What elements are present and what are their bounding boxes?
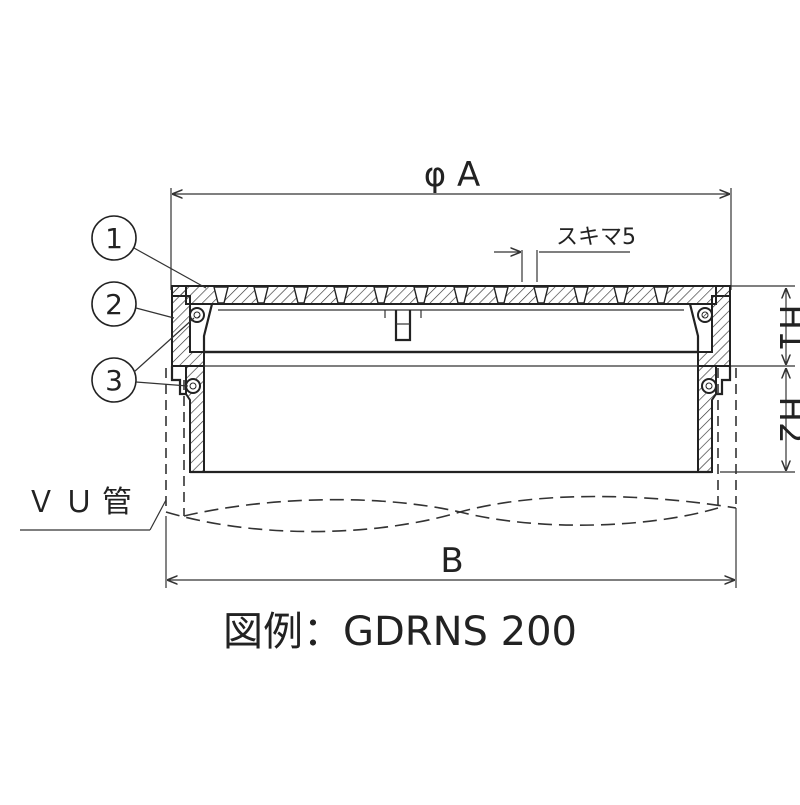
dimension-b: B — [165, 508, 737, 588]
label-b: B — [440, 541, 463, 581]
callout-3: 3 — [91, 317, 195, 403]
frame-body — [170, 285, 732, 474]
figure-caption: 図例：GDRNS 200 — [223, 609, 577, 655]
vu-pipe-label: ＶＵ管 — [20, 485, 167, 531]
svg-text:2: 2 — [105, 288, 123, 321]
dimension-h1-h2: H1 H2 — [716, 285, 800, 473]
dimension-diameter-a: φ A — [170, 155, 732, 290]
grating-lid — [171, 285, 731, 354]
vu-pipe-text: ＶＵ管 — [26, 485, 140, 520]
svg-text:3: 3 — [105, 364, 123, 397]
label-diameter-a: φ A — [424, 155, 481, 195]
dimension-gap: スキマ5 — [494, 225, 636, 282]
label-h1: H1 — [771, 304, 800, 351]
label-gap: スキマ5 — [556, 225, 636, 250]
grating-slots — [213, 286, 669, 304]
o-ring-seals — [185, 307, 717, 394]
callout-1: 1 — [91, 215, 207, 289]
vu-pipe — [165, 368, 737, 533]
svg-text:1: 1 — [105, 222, 123, 255]
label-h2: H2 — [771, 396, 800, 443]
callout-2: 2 — [91, 281, 175, 327]
